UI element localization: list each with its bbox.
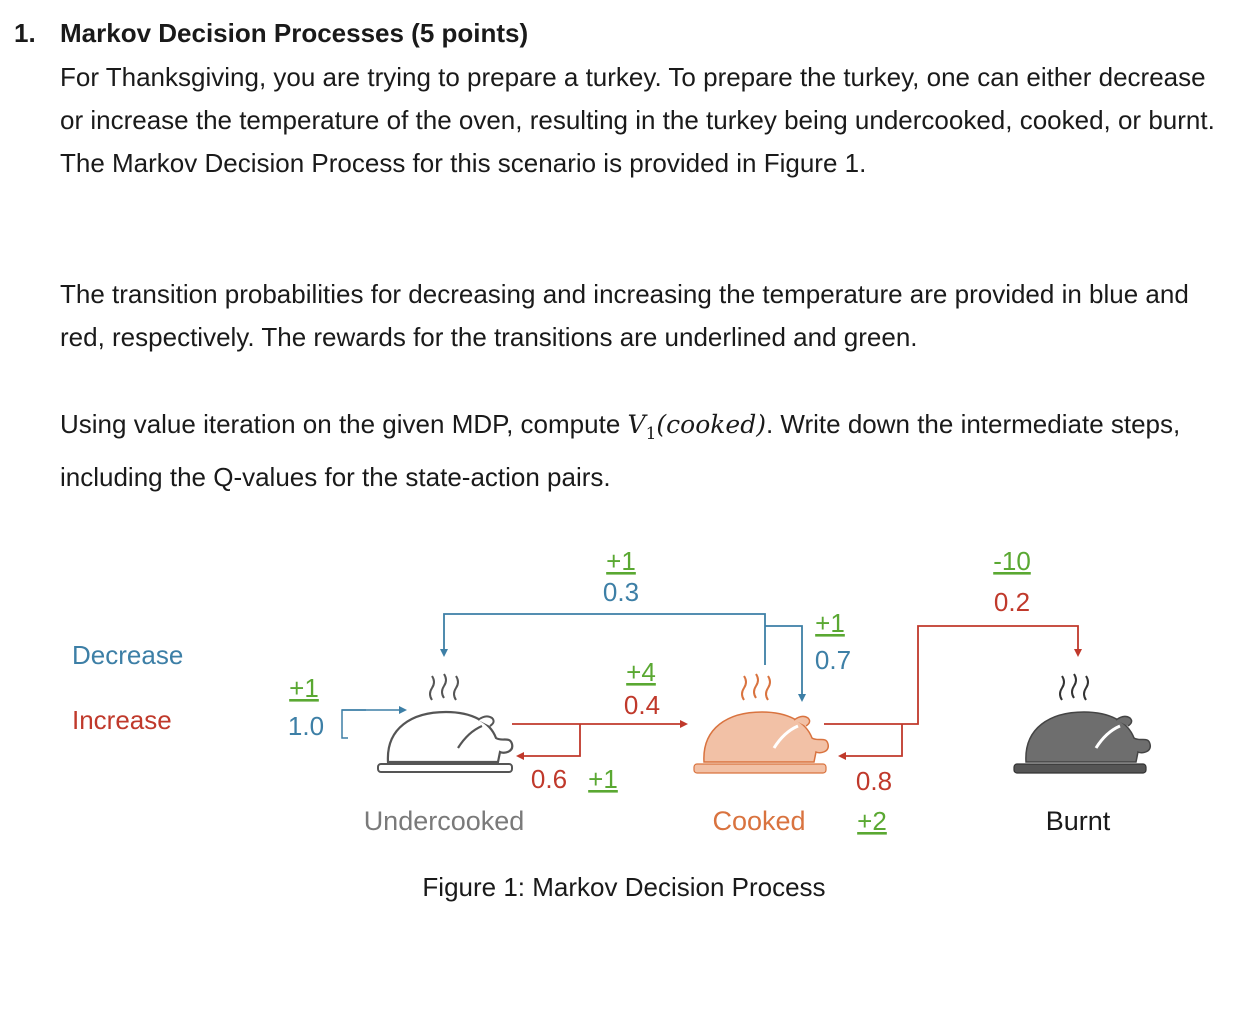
- task-paragraph: Using value iteration on the given MDP, …: [60, 403, 1220, 499]
- cooked-to-burnt-arrow: [824, 625, 1082, 725]
- state-undercooked-label: Undercooked: [364, 806, 525, 836]
- under-self-increase-arrow: [516, 724, 581, 760]
- figure-caption: Figure 1: Markov Decision Process: [422, 872, 826, 902]
- math-v: V: [627, 410, 646, 439]
- math-argument: (cooked): [656, 410, 766, 439]
- under-to-cooked-reward: +4: [626, 657, 656, 687]
- cooked-self-increase-arrow: [838, 724, 903, 760]
- state-cooked-label: Cooked: [712, 806, 805, 836]
- cooked-turkey-icon: [693, 673, 829, 774]
- cooked-to-burnt-reward: -10: [993, 546, 1031, 576]
- question-number: 1.: [14, 18, 36, 48]
- intro-paragraph: For Thanksgiving, you are trying to prep…: [60, 62, 1215, 178]
- task-text-before: Using value iteration on the given MDP, …: [60, 409, 628, 439]
- under-self-increase-prob: 0.6: [531, 764, 567, 794]
- cooked-to-under-reward: +1: [606, 546, 636, 576]
- legend-increase: Increase: [72, 705, 172, 735]
- under-self-reward: +1: [289, 673, 319, 703]
- math-subscript: 1: [645, 424, 657, 444]
- cooked-self-increase-prob: 0.8: [856, 766, 892, 796]
- cooked-self-increase-reward: +2: [857, 806, 887, 836]
- cooked-to-burnt-prob: 0.2: [994, 587, 1030, 617]
- under-self-increase-reward: +1: [588, 764, 618, 794]
- state-burnt-label: Burnt: [1046, 806, 1111, 836]
- cooked-self-decrease-arrow: [765, 625, 806, 702]
- question-title: Markov Decision Processes (5 points): [60, 18, 529, 48]
- math-expression: V1(cooked): [627, 410, 766, 444]
- undercooked-turkey-icon: [377, 673, 514, 773]
- under-self-prob: 1.0: [288, 711, 324, 741]
- transition-paragraph: The transition probabilities for decreas…: [60, 279, 1189, 352]
- under-to-cooked-prob: 0.4: [624, 690, 660, 720]
- mdp-diagram: Decrease Increase +1 1.0 +1 0.3 +1 0.7 +…: [72, 546, 1151, 836]
- cooked-self-decrease-reward: +1: [815, 608, 845, 638]
- under-self-loop-bracket: [341, 709, 366, 739]
- cooked-to-under-arrow: [440, 613, 766, 665]
- cooked-to-under-prob: 0.3: [603, 577, 639, 607]
- burnt-turkey-icon: [1013, 673, 1151, 774]
- legend-decrease: Decrease: [72, 640, 183, 670]
- task-text-after: . Write down the intermediate steps, inc…: [60, 409, 1181, 492]
- cooked-self-decrease-prob: 0.7: [815, 645, 851, 675]
